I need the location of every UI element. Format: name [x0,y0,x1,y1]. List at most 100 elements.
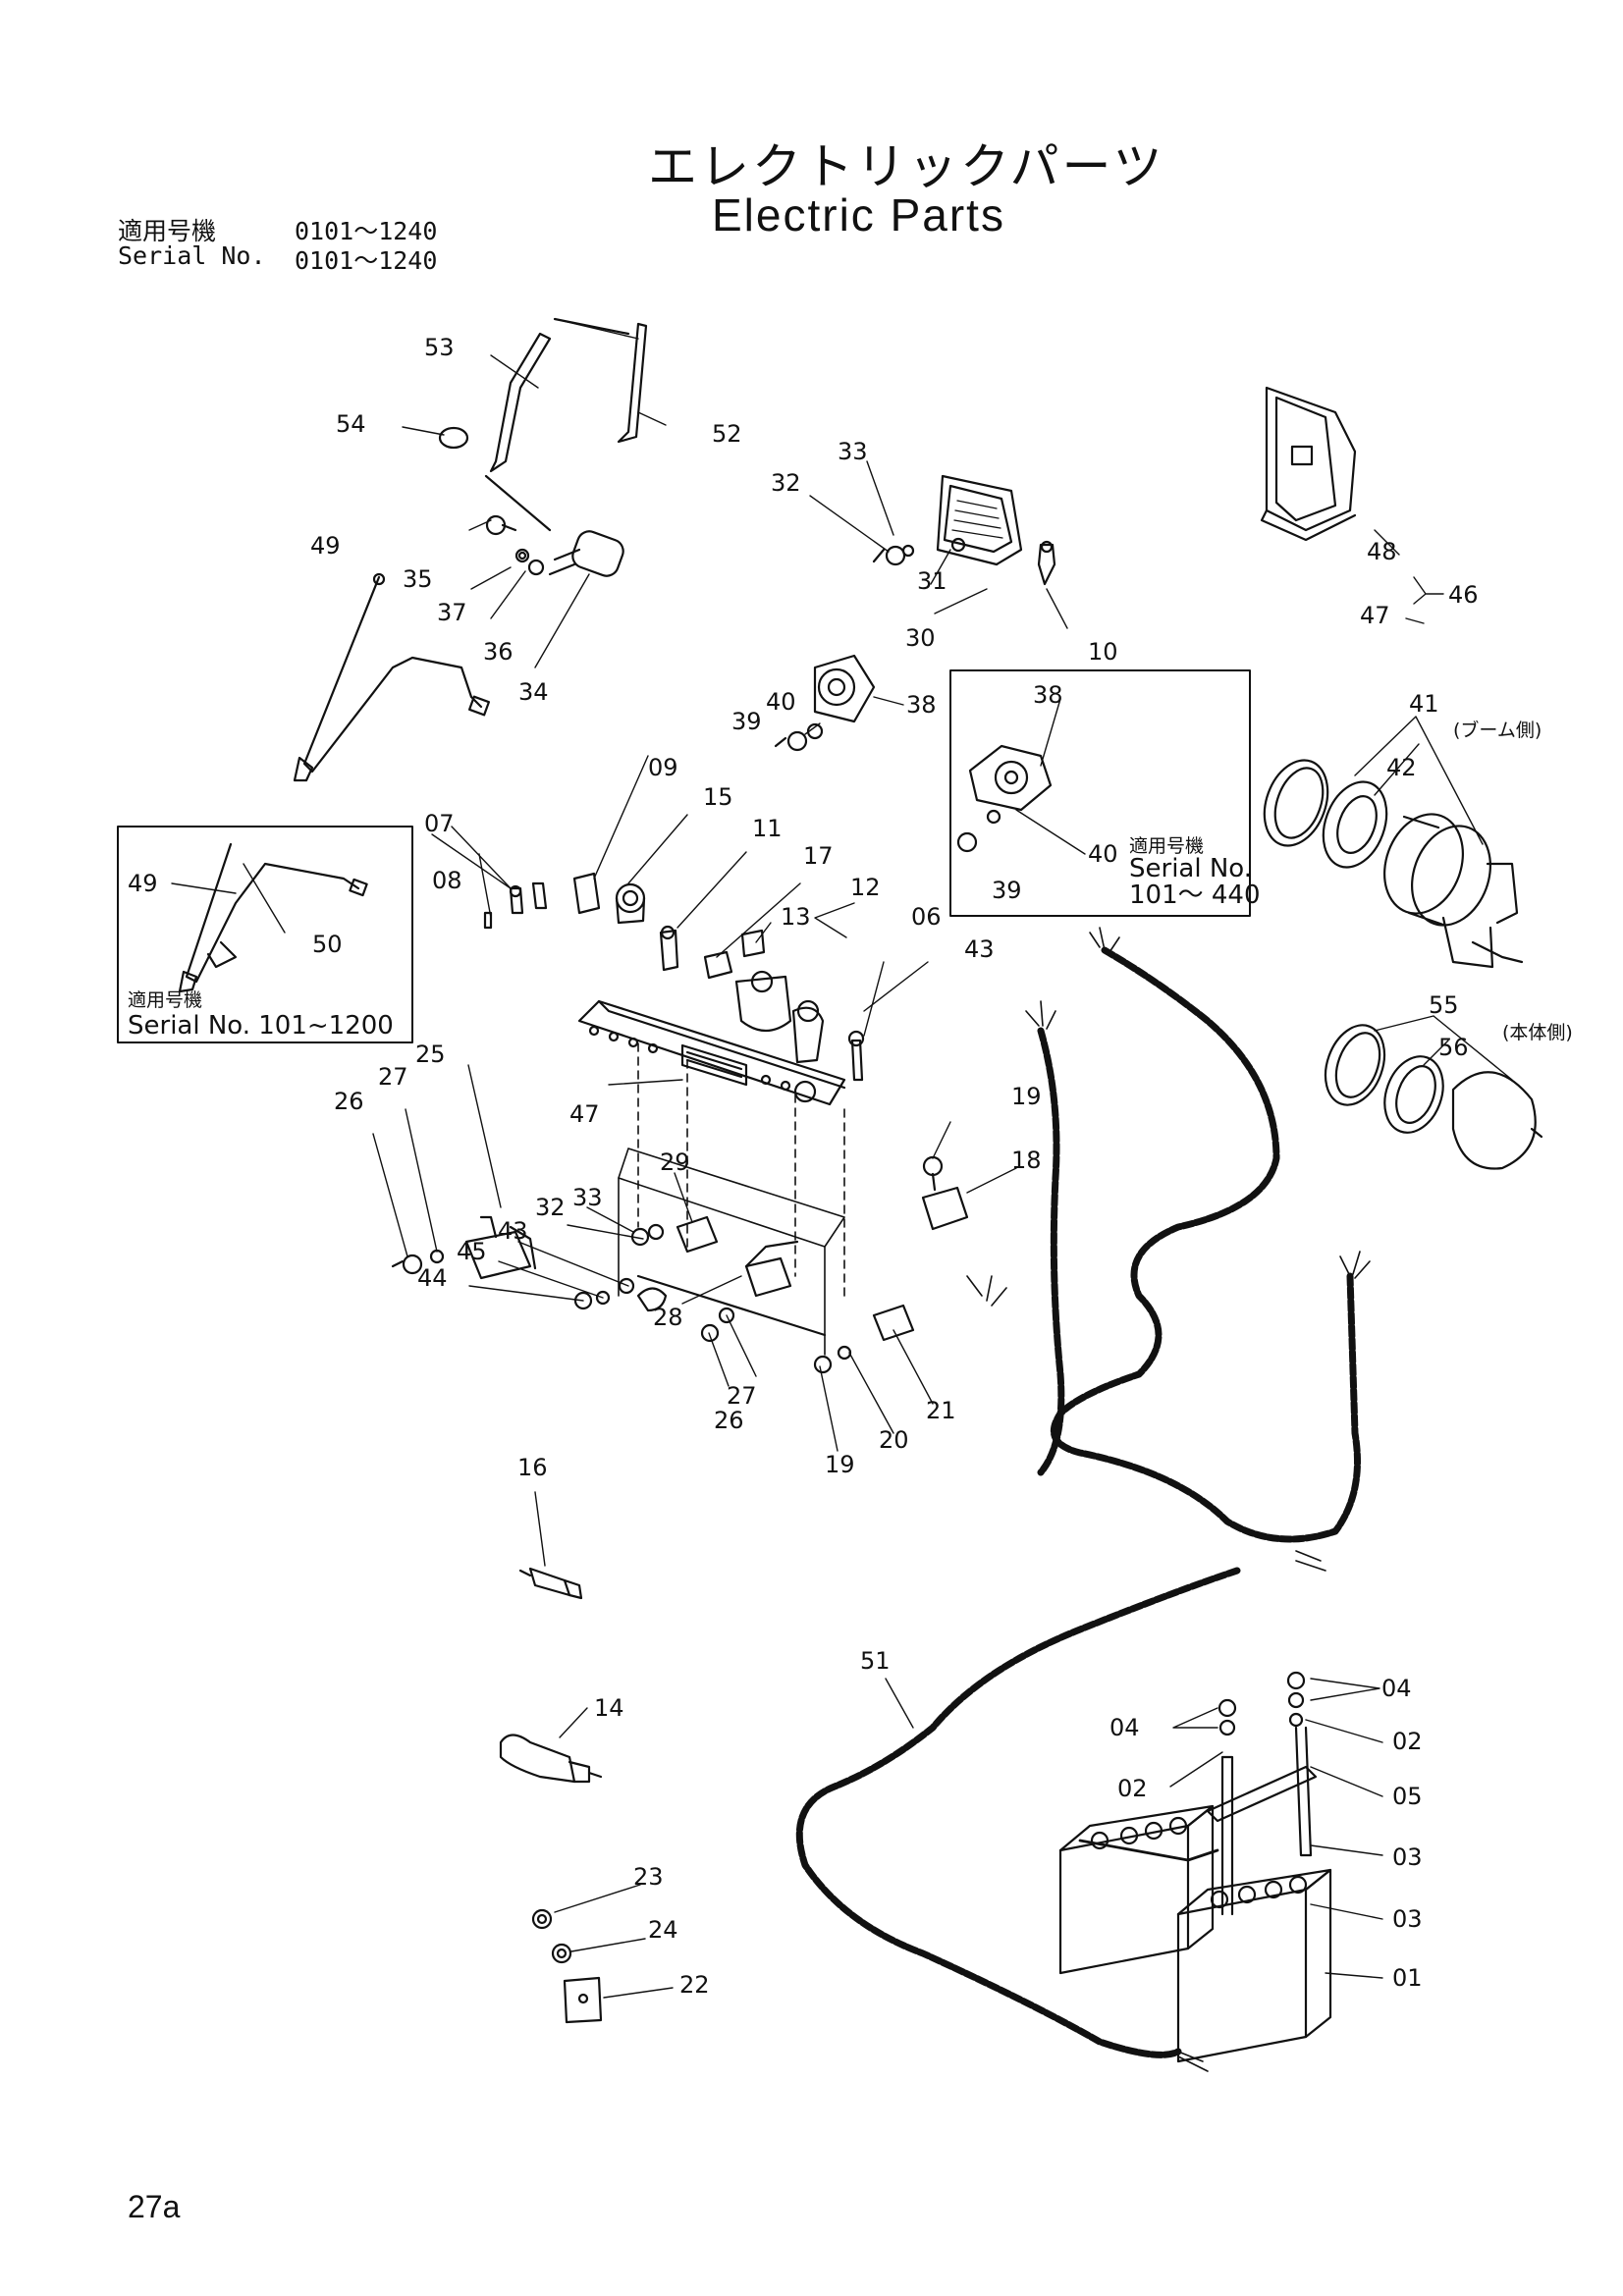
callout-29: 29 [660,1148,690,1176]
callout-07: 07 [424,810,455,837]
callout-32: 32 [771,469,801,497]
switch-panel-drawing [483,872,865,1356]
serial-label-en: Serial No. [118,241,266,270]
callout-16: 16 [517,1454,548,1481]
callout-33b: 33 [572,1184,603,1211]
callout-09: 09 [648,754,678,781]
callout-30: 30 [905,624,936,652]
callout-04: 04 [1381,1675,1412,1702]
callout-10: 10 [1088,638,1118,666]
callout-04b: 04 [1109,1714,1140,1741]
callout-51: 51 [860,1647,891,1675]
callout-50: 50 [312,931,343,958]
page-title-english: Electric Parts [712,189,1005,240]
inset-horn-serial-label: Serial No. [1129,854,1252,883]
callout-27: 27 [378,1063,408,1091]
callout-24: 24 [648,1916,678,1944]
sensor-14-drawing [499,1734,603,1784]
callout-39: 39 [731,708,762,735]
inset-horn-label-jp: 適用号機 [1129,835,1204,857]
part-22-drawing [531,1908,603,2024]
cable-variant-drawing [178,842,368,993]
callout-41: 41 [1409,690,1439,718]
callout-01: 01 [1392,1964,1423,1992]
callout-14: 14 [594,1694,624,1722]
callout-19: 19 [1011,1083,1042,1110]
callout-18: 18 [1011,1147,1042,1174]
callout-38b: 38 [1033,681,1063,709]
page-title-japanese: エレクトリックパーツ [648,138,1165,195]
callout-52: 52 [712,420,742,448]
inset-cable-serial: Serial No. 101~1200 [128,1011,394,1041]
callout-40: 40 [766,688,796,716]
page-number: 27a [128,2189,181,2224]
callout-37: 37 [437,599,467,626]
callout-45: 45 [457,1238,487,1265]
callout-43: 43 [964,935,995,963]
callout-22: 22 [679,1971,710,1999]
serial-range-jp: 0101～1240 [295,217,438,245]
callout-44: 44 [417,1264,448,1292]
callout-19b: 19 [825,1451,855,1478]
inset-box-cable [117,826,413,1043]
callout-05: 05 [1392,1783,1423,1810]
callout-11: 11 [752,815,783,842]
lamp-body-drawing [1324,1024,1543,1170]
bracket-48-drawing [1260,386,1357,542]
callout-27b: 27 [727,1382,757,1410]
callout-labels: 53 52 54 33 32 49 35 37 31 36 34 30 10 4… [128,334,1573,1999]
callout-34: 34 [518,678,549,706]
callout-42: 42 [1386,754,1417,781]
callout-40b: 40 [1088,840,1118,868]
callout-48: 48 [1367,538,1397,565]
callout-49: 49 [310,532,341,560]
note-body-side: (本体側) [1502,1022,1573,1043]
callout-06: 06 [911,903,942,931]
inset-horn-serial-range: 101～ 440 [1129,881,1261,910]
note-boom-side: (ブーム側) [1453,719,1542,741]
relay-components-drawing [391,1155,969,1374]
callout-25: 25 [415,1041,446,1068]
callout-47b: 47 [569,1100,600,1128]
callout-55: 55 [1429,991,1459,1019]
callout-17: 17 [803,842,834,870]
callout-54: 54 [336,410,366,438]
callout-33: 33 [838,438,868,465]
harness-wire-ends [966,927,1371,2072]
horn-variant-drawing [956,744,1053,853]
callout-20: 20 [879,1426,909,1454]
wiper-assembly-drawing [293,317,648,782]
callout-21: 21 [926,1397,956,1424]
callout-28: 28 [653,1304,683,1331]
connector-drawing [872,474,1056,586]
callout-38: 38 [906,691,937,719]
callout-35: 35 [403,565,433,593]
callout-32b: 32 [535,1194,566,1221]
callout-53: 53 [424,334,455,361]
horn-drawing [774,654,876,752]
callout-26: 26 [334,1088,364,1115]
callout-39b: 39 [992,877,1022,904]
inset-cable-label-jp: 適用号機 [128,989,202,1011]
lamp-boom-drawing [1263,759,1524,969]
callout-31: 31 [917,567,947,595]
callout-03: 03 [1392,1843,1423,1871]
callout-02: 02 [1392,1728,1423,1755]
callout-03b: 03 [1392,1905,1423,1933]
callout-23: 23 [633,1863,664,1891]
battery-drawing [1058,1671,1332,2063]
serial-range-en: 0101～1240 [295,246,438,275]
callout-56: 56 [1438,1034,1469,1061]
callout-36: 36 [483,638,514,666]
callout-02b: 02 [1117,1775,1148,1802]
callout-15: 15 [703,783,733,811]
callout-46: 46 [1448,581,1479,609]
callout-12: 12 [850,874,881,901]
leader-lines [171,318,1513,1999]
serial-label-jp: 適用号機 [118,217,217,245]
callout-26b: 26 [714,1407,744,1434]
callout-13: 13 [781,903,811,931]
callout-08: 08 [432,867,462,894]
wire-harness-drawing [795,946,1361,2058]
